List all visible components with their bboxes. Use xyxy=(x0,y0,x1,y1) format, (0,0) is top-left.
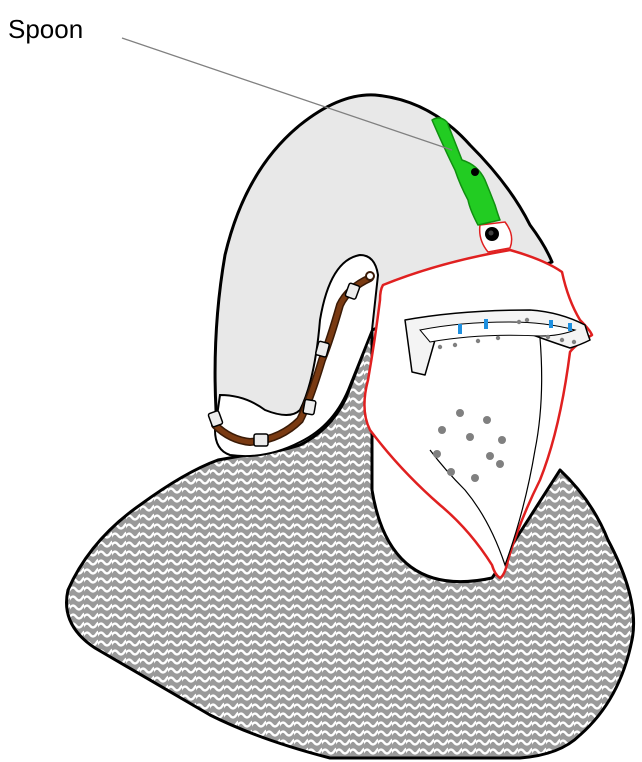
breath-hole xyxy=(438,426,446,434)
breath-hole xyxy=(456,409,464,417)
breath-hole xyxy=(496,460,504,468)
breath-hole xyxy=(447,468,455,476)
vision-slot-accent xyxy=(549,320,553,328)
vision-slot-accent xyxy=(458,324,462,334)
spoon-label: Spoon xyxy=(8,14,83,44)
vision-hole xyxy=(572,340,576,344)
breath-hole xyxy=(433,450,441,458)
vision-hole xyxy=(453,343,457,347)
vision-hole xyxy=(438,345,442,349)
breath-hole xyxy=(498,436,506,444)
breath-hole xyxy=(483,416,491,424)
vision-slot-accent xyxy=(484,319,488,329)
strap-end-ring xyxy=(366,272,374,280)
breath-hole xyxy=(466,433,474,441)
vision-hole xyxy=(496,336,500,340)
vision-slot-accent xyxy=(568,323,572,331)
breath-hole xyxy=(486,452,494,460)
vision-hole xyxy=(476,339,480,343)
strap-loop-icon xyxy=(254,434,268,446)
breath-hole xyxy=(471,474,479,482)
vision-hole xyxy=(546,335,550,339)
vision-hole xyxy=(525,318,529,322)
spoon-rivet-icon xyxy=(471,168,479,176)
vision-hole xyxy=(560,338,564,342)
spoon-leader-line xyxy=(122,38,452,150)
rivet-icon-center xyxy=(489,231,494,236)
vision-hole xyxy=(517,320,521,324)
strap-loop-icon xyxy=(303,399,316,415)
